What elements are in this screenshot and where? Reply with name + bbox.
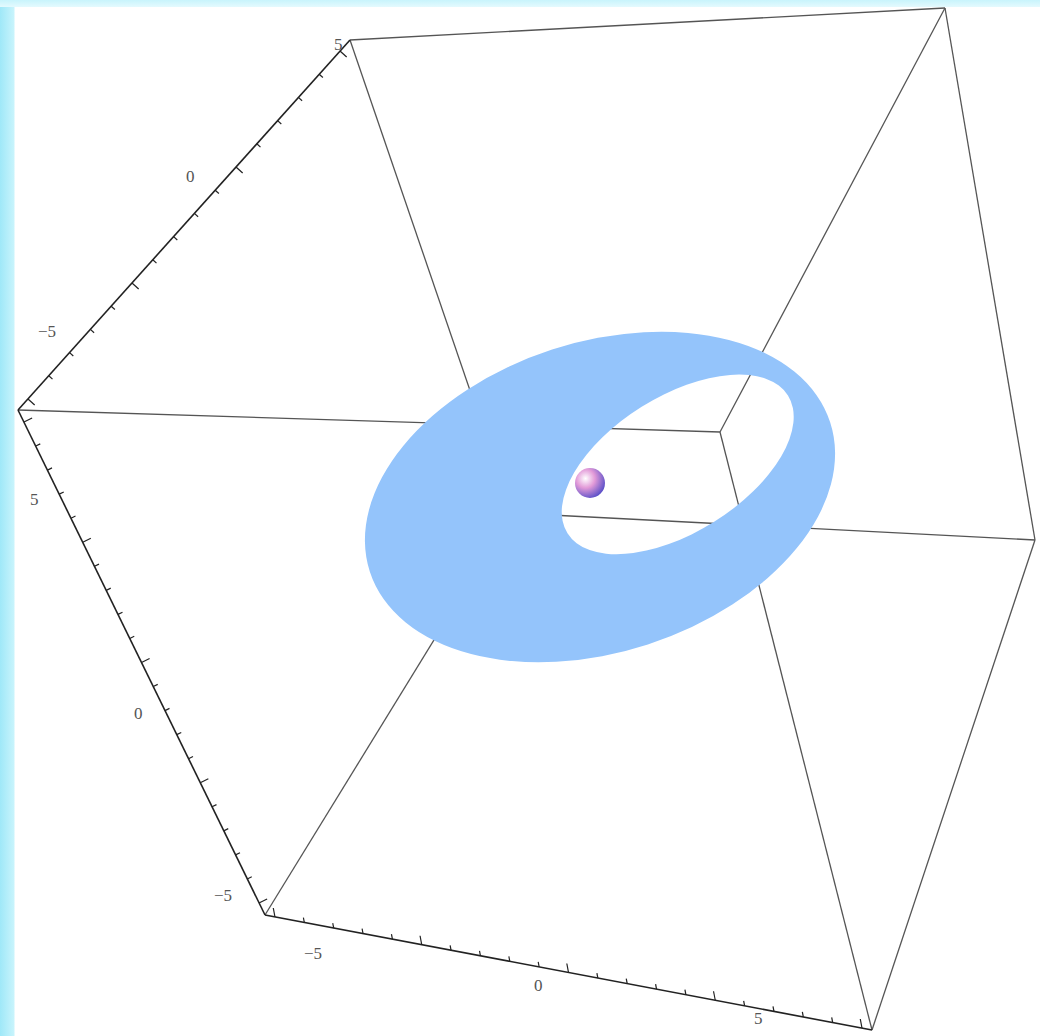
axis-tick <box>174 237 178 240</box>
axis-tick <box>177 732 182 734</box>
axis-tick <box>743 1001 745 1006</box>
axis-tick <box>165 708 170 710</box>
axis-tick <box>49 376 53 379</box>
axis-tick <box>59 492 64 494</box>
axis-tick <box>626 979 628 984</box>
annulus-disk <box>322 275 878 719</box>
axis-tick <box>118 612 123 614</box>
tick-label: −5 <box>38 323 56 340</box>
axis-tick <box>273 908 275 917</box>
axis-tick <box>802 1012 804 1017</box>
tick-label: −5 <box>214 887 232 904</box>
axis-tick <box>508 956 510 961</box>
axis-tick <box>130 636 135 638</box>
axis-tick <box>479 951 481 956</box>
axis-tick <box>596 973 598 978</box>
axis-tick <box>224 829 229 831</box>
axis-tick <box>298 97 302 100</box>
axis-tick <box>83 538 91 542</box>
axis-tick <box>95 564 100 566</box>
axis-tick <box>194 213 198 216</box>
axis-tick <box>200 779 208 783</box>
axis-tick <box>153 260 157 263</box>
axis-tick <box>772 1006 774 1011</box>
axis-tick <box>153 684 158 686</box>
axis-tick <box>36 444 41 446</box>
axis-tick <box>111 306 115 309</box>
axis-tick <box>259 899 267 903</box>
central-sphere <box>575 468 605 498</box>
axis-tick <box>24 418 32 422</box>
axis-tick <box>247 877 252 879</box>
axis-tick <box>684 990 686 995</box>
axis-tick <box>212 805 217 807</box>
axis-tick <box>215 190 219 193</box>
axis-tick <box>319 74 323 77</box>
tick-label: 0 <box>186 168 195 185</box>
axis-tick <box>132 283 139 289</box>
axis-tick <box>332 923 334 928</box>
axis-tick <box>278 121 282 124</box>
axis-tick <box>538 962 540 967</box>
axis-tick <box>236 167 243 173</box>
axis-tick <box>28 399 35 405</box>
axis-tick <box>142 659 150 663</box>
axis-tick <box>257 144 261 147</box>
axis-tick <box>303 918 305 923</box>
axis-tick <box>714 991 716 1000</box>
axis-tick <box>236 853 241 855</box>
axis-tick <box>860 1019 862 1028</box>
tick-label: 0 <box>534 977 543 994</box>
axis-tick <box>71 516 76 518</box>
axis-tick <box>106 588 111 590</box>
bounding-box <box>18 8 1035 1030</box>
axis-tick <box>655 984 657 989</box>
axis-tick <box>70 353 74 356</box>
tick-label: 5 <box>334 36 343 53</box>
axis-tick <box>567 964 569 973</box>
axis-tick <box>90 329 94 332</box>
tick-label: 5 <box>754 1010 763 1027</box>
axis-tick <box>48 468 53 470</box>
axis-tick <box>391 934 393 939</box>
tick-label: −5 <box>304 945 322 962</box>
axis-tick <box>831 1017 833 1022</box>
background-strip <box>0 0 1040 7</box>
axis-tick <box>420 936 422 945</box>
axis-tick <box>189 757 194 759</box>
tick-label: 0 <box>134 705 143 722</box>
tick-label: 5 <box>30 491 39 508</box>
axis-tick <box>450 945 452 950</box>
axis-tick <box>362 929 364 934</box>
